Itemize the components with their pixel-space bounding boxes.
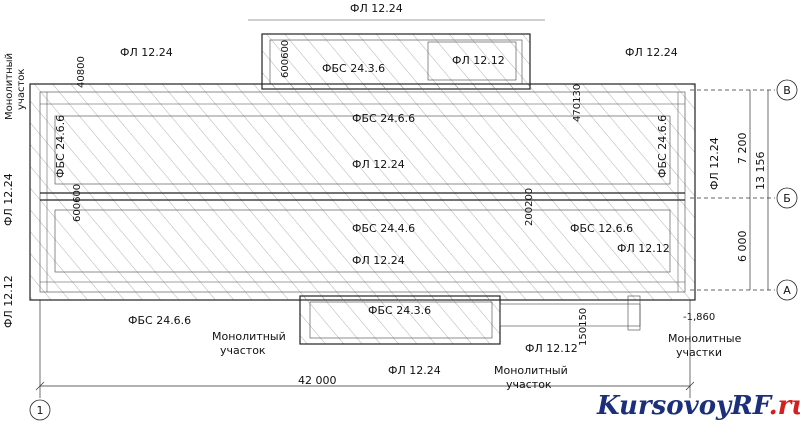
label-level-1-860: -1,860 [683,312,715,323]
label-fl-12-12-annex: ФЛ 12.12 [452,54,505,67]
dim-6000: 6 000 [736,231,749,263]
watermark: KursovoyRF.ru [596,391,800,421]
axis-1-label: 1 [37,404,44,417]
label-size-150-150: 150150 [578,308,589,346]
label-size-600-600-annex: 600600 [280,40,291,78]
label-fl-12-24-right: ФЛ 12.24 [708,137,721,190]
label-mono-topleft-2: участок [16,69,27,110]
dim-overall-length: 42 000 [298,374,337,387]
axis-markers: 1 В Б А [29,79,798,421]
label-fbs-12-6-6: ФБС 12.6.6 [570,222,633,235]
bottom-annex [299,295,641,345]
label-fl-12-24-left: ФЛ 12.24 [2,173,15,226]
dim-13156: 13 156 [754,152,767,191]
label-mono-bottom-1: Монолитный [212,330,286,343]
label-mono-bottomcenter-1: Монолитный [494,364,568,377]
label-fl-12-24-topright: ФЛ 12.24 [625,46,678,59]
label-mono-bottom-2: участок [220,344,266,357]
label-fl-12-24-topleft: ФЛ 12.24 [120,46,173,59]
label-fl-12-24-mid: ФЛ 12.24 [352,158,405,171]
axis-b-label: Б [783,192,791,205]
label-fbs-24-3-6-bottom: ФБС 24.3.6 [368,304,431,317]
label-mono-topleft-1: Монолитный [4,53,15,120]
label-fbs-24-6-6-bottom: ФБС 24.6.6 [128,314,191,327]
label-fbs-24-4-6: ФБС 24.4.6 [352,222,415,235]
label-fbs-24-6-6-left: ФБС 24.6.6 [54,115,67,178]
label-fbs-24-6-6-right: ФБС 24.6.6 [656,115,669,178]
svg-text:KursovoyRF.ru: KursovoyRF.ru [596,391,800,421]
dimension-values: 42 000 7 200 6 000 13 156 [298,133,767,388]
axis-v-label: В [783,84,791,97]
labels: ФЛ 12.24 ФЛ 12.24 ФЛ 12.24 ФЛ 12.12 ФБС … [2,2,742,391]
label-fl-12-24-bottom: ФЛ 12.24 [352,254,405,267]
label-fl-12-24-top: ФЛ 12.24 [350,2,403,15]
label-size-200-200: 200200 [524,188,535,226]
label-fbs-24-6-6-top: ФБС 24.6.6 [352,112,415,125]
dim-7200: 7 200 [736,133,749,165]
dimensions [35,89,775,398]
watermark-main: KursovoyRF [596,391,773,421]
watermark-suffix: .ru [769,391,800,421]
label-mono-bottomright-2: участки [676,346,722,359]
label-fl-12-24-bottom2: ФЛ 12.24 [388,364,441,377]
label-size-40-800: 40800 [76,56,87,88]
label-mono-bottomright-1: Монолитные [668,332,742,345]
top-annex [248,19,545,90]
main-foundation [29,83,696,301]
label-fl-12-12-bottom: ФЛ 12.12 [525,342,578,355]
label-fl-12-12-right: ФЛ 12.12 [617,242,670,255]
label-mono-bottomcenter-2: участок [506,378,552,391]
label-fbs-24-3-6-top: ФБС 24.3.6 [322,62,385,75]
label-fl-12-12-left: ФЛ 12.12 [2,275,15,328]
axis-a-label: А [783,284,791,297]
label-size-600-600-left: 600600 [72,184,83,222]
label-size-470-130: 470130 [572,84,583,122]
